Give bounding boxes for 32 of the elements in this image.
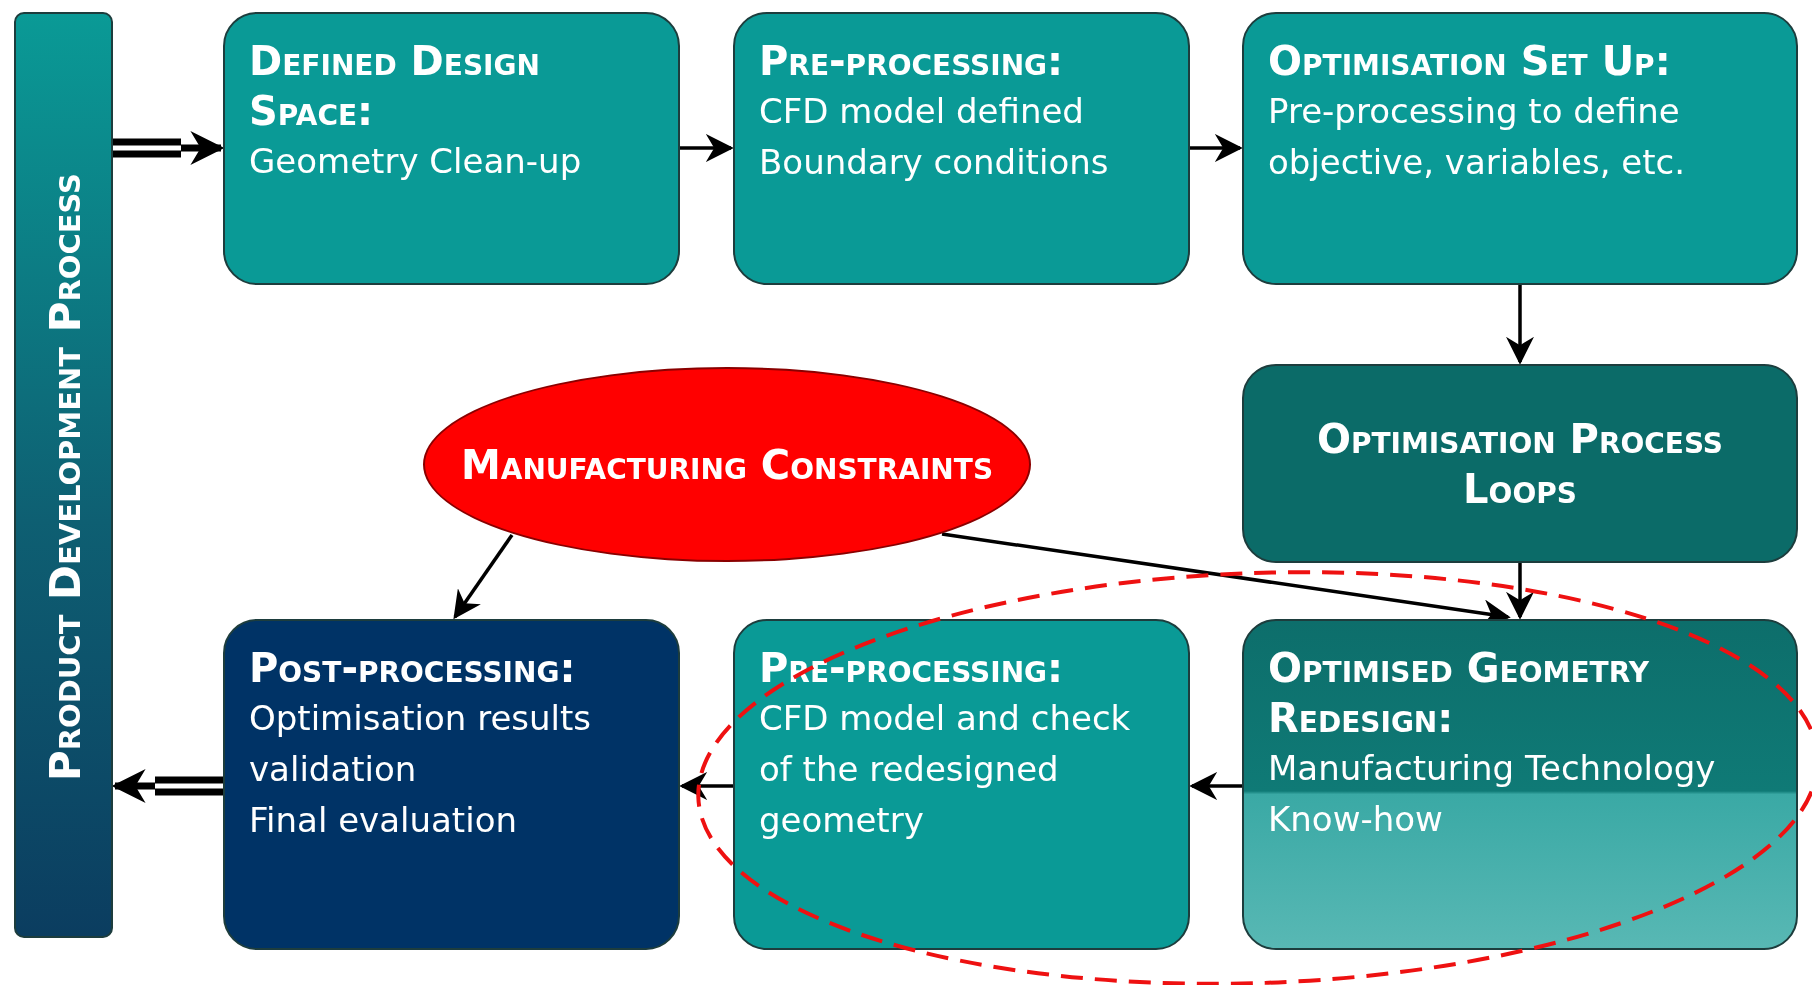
body-text: Pre-processing to define objective, variables, etc. <box>1268 90 1687 184</box>
heading-text: Post-processing: <box>249 644 577 693</box>
heading-text: Manufacturing Constraints <box>460 440 994 490</box>
arrow <box>1189 772 1242 800</box>
process-box <box>733 619 1190 950</box>
body-text: CFD model defined <box>759 90 1085 133</box>
vertical-banner <box>14 12 113 938</box>
body-text: Final evaluation <box>249 799 518 842</box>
body-text: Boundary conditions <box>759 141 1110 184</box>
arrow <box>453 534 514 620</box>
heading-text: Pre-processing: <box>759 37 1065 86</box>
arrow <box>1190 134 1243 162</box>
process-box <box>223 12 680 285</box>
process-box <box>1242 364 1798 563</box>
heading-text: Optimised Geometry Redesign: <box>1268 644 1650 743</box>
heading-text: Pre-processing: <box>759 644 1065 693</box>
arrow <box>1506 563 1534 620</box>
body-text: Geometry Clean-up <box>249 140 583 183</box>
body-text: Optimisation results validation <box>249 697 593 791</box>
arrow <box>680 134 734 162</box>
heading-text: Product Development Process <box>39 173 91 781</box>
process-box <box>1242 619 1798 950</box>
body-text: CFD model and check of the redesigned geometry <box>759 697 1132 842</box>
process-box <box>223 619 680 950</box>
heading-text: Optimisation Set Up: <box>1268 37 1672 86</box>
process-box <box>1242 12 1798 285</box>
heading-text: Defined Design Space: <box>249 37 541 136</box>
heading-text: Optimisation Process Loops <box>1315 414 1725 514</box>
arrow <box>1506 285 1534 365</box>
arrow <box>679 772 733 800</box>
process-box <box>733 12 1190 285</box>
body-text: Manufacturing Technology Know-how <box>1268 747 1717 841</box>
